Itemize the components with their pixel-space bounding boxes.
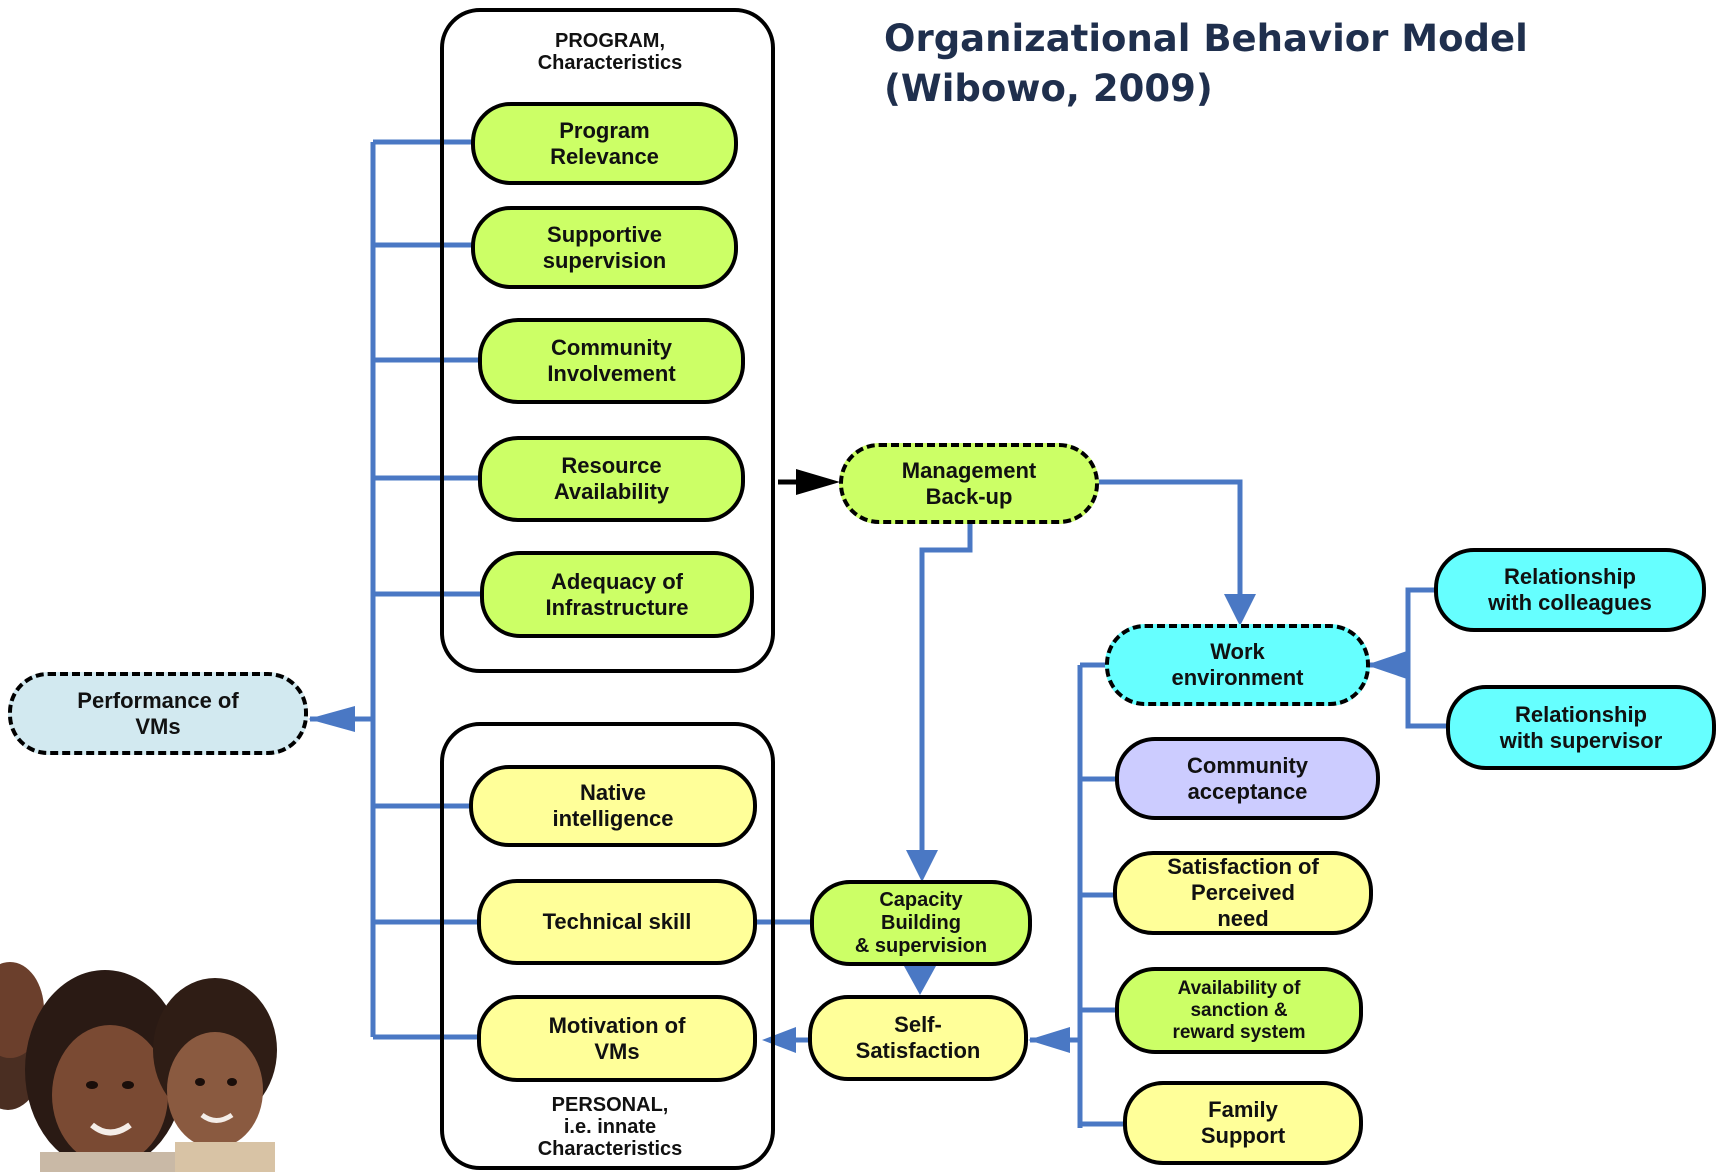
node-text: reward system [1172, 1021, 1306, 1043]
arrow-to-work-environment-right [1366, 650, 1410, 680]
node-text: Building [881, 911, 961, 934]
program-group-label: PROGRAM, Characteristics [470, 30, 750, 74]
children-photo [0, 890, 280, 1172]
node-family-support: Family Support [1123, 1081, 1363, 1165]
node-performance-of-vms: Performance of VMs [8, 672, 308, 755]
node-text: Back-up [925, 483, 1013, 509]
node-text: Capacity [879, 888, 963, 911]
node-text: acceptance [1187, 778, 1308, 804]
node-text: Adequacy of [550, 568, 684, 594]
node-resource-availability: Resource Availability [478, 436, 745, 522]
node-text: Native [579, 780, 647, 805]
node-text: intelligence [552, 806, 674, 831]
node-motivation-of-vms: Motivation of VMs [477, 995, 757, 1082]
node-program-relevance: Program Relevance [471, 102, 738, 185]
node-relationship-supervisor: Relationship with supervisor [1446, 685, 1716, 770]
arrow-to-self-satisfaction [904, 966, 936, 995]
node-text: supervision [542, 247, 667, 273]
personal-label-line-3: Characteristics [537, 1138, 683, 1160]
diagram-title: Organizational Behavior Model (Wibowo, 2… [884, 14, 1664, 114]
node-satisfaction-perceived-need: Satisfaction of Perceived need [1113, 851, 1373, 935]
node-text: & supervision [854, 934, 988, 957]
node-text: Performance of [77, 687, 239, 713]
title-line-2: (Wibowo, 2009) [884, 67, 1213, 110]
node-text: Availability [553, 479, 670, 504]
arrow-to-performance [308, 706, 355, 732]
node-text: Relationship [1514, 701, 1647, 727]
node-community-acceptance: Community acceptance [1115, 737, 1380, 820]
node-text: Community [1187, 752, 1308, 778]
node-technical-skill: Technical skill [477, 879, 757, 965]
node-text: VMs [135, 713, 181, 739]
program-label-line-2: Characteristics [537, 52, 683, 74]
node-adequacy-infrastructure: Adequacy of Infrastructure [480, 551, 754, 638]
node-text: Involvement [547, 361, 676, 386]
personal-group-box [440, 722, 775, 1170]
title-line-1: Organizational Behavior Model [884, 17, 1528, 60]
node-management-backup: Management Back-up [839, 443, 1099, 524]
node-work-environment: Work environment [1105, 624, 1370, 706]
node-text: Availability of [1177, 977, 1301, 999]
program-group-box [440, 8, 775, 673]
node-text: Motivation of [548, 1012, 686, 1038]
children-illustration [0, 962, 277, 1172]
node-text: environment [1171, 665, 1304, 690]
node-text: VMs [594, 1038, 640, 1064]
node-native-intelligence: Native intelligence [469, 765, 757, 847]
node-text: Supportive [547, 221, 662, 247]
node-capacity-building: Capacity Building & supervision [810, 880, 1032, 966]
node-text: Resource [561, 453, 662, 478]
node-text: Technical skill [542, 909, 692, 934]
node-text: need [1217, 906, 1269, 931]
node-text: Satisfaction [855, 1038, 981, 1063]
node-text: Satisfaction of [1167, 854, 1319, 879]
arrow-to-capacity [906, 850, 938, 882]
node-supportive-supervision: Supportive supervision [471, 206, 738, 289]
node-text: Management [901, 457, 1037, 483]
node-text: Self- [894, 1012, 942, 1037]
arrow-heads [308, 594, 1410, 1053]
personal-label-line-2: i.e. innate [563, 1116, 657, 1138]
node-text: with colleagues [1488, 590, 1652, 615]
node-community-involvement: Community Involvement [478, 318, 745, 404]
arrow-program-to-management [778, 469, 840, 495]
node-text: Infrastructure [545, 594, 689, 620]
node-text: Perceived [1191, 880, 1295, 905]
node-text: Family [1208, 1097, 1278, 1122]
arrow-to-self-satisfaction-right [1028, 1027, 1070, 1053]
node-text: Work [1210, 639, 1265, 664]
node-text: Support [1200, 1123, 1286, 1148]
arrow-to-motivation [762, 1027, 796, 1053]
arrow-to-work-environment [1224, 594, 1256, 626]
node-relationship-colleagues: Relationship with colleagues [1434, 548, 1706, 632]
node-text: Relationship [1503, 564, 1636, 589]
node-sanction-reward-system: Availability of sanction & reward system [1115, 967, 1363, 1054]
node-text: sanction & [1190, 999, 1288, 1021]
node-self-satisfaction: Self- Satisfaction [808, 995, 1028, 1081]
node-text: Program [559, 117, 650, 143]
node-text: with supervisor [1499, 727, 1663, 753]
personal-group-label: PERSONAL, i.e. innate Characteristics [470, 1094, 750, 1160]
personal-label-line-1: PERSONAL, [551, 1094, 669, 1116]
node-text: Community [551, 335, 672, 360]
node-text: Relevance [550, 143, 659, 169]
program-label-line-1: PROGRAM, [555, 30, 665, 52]
